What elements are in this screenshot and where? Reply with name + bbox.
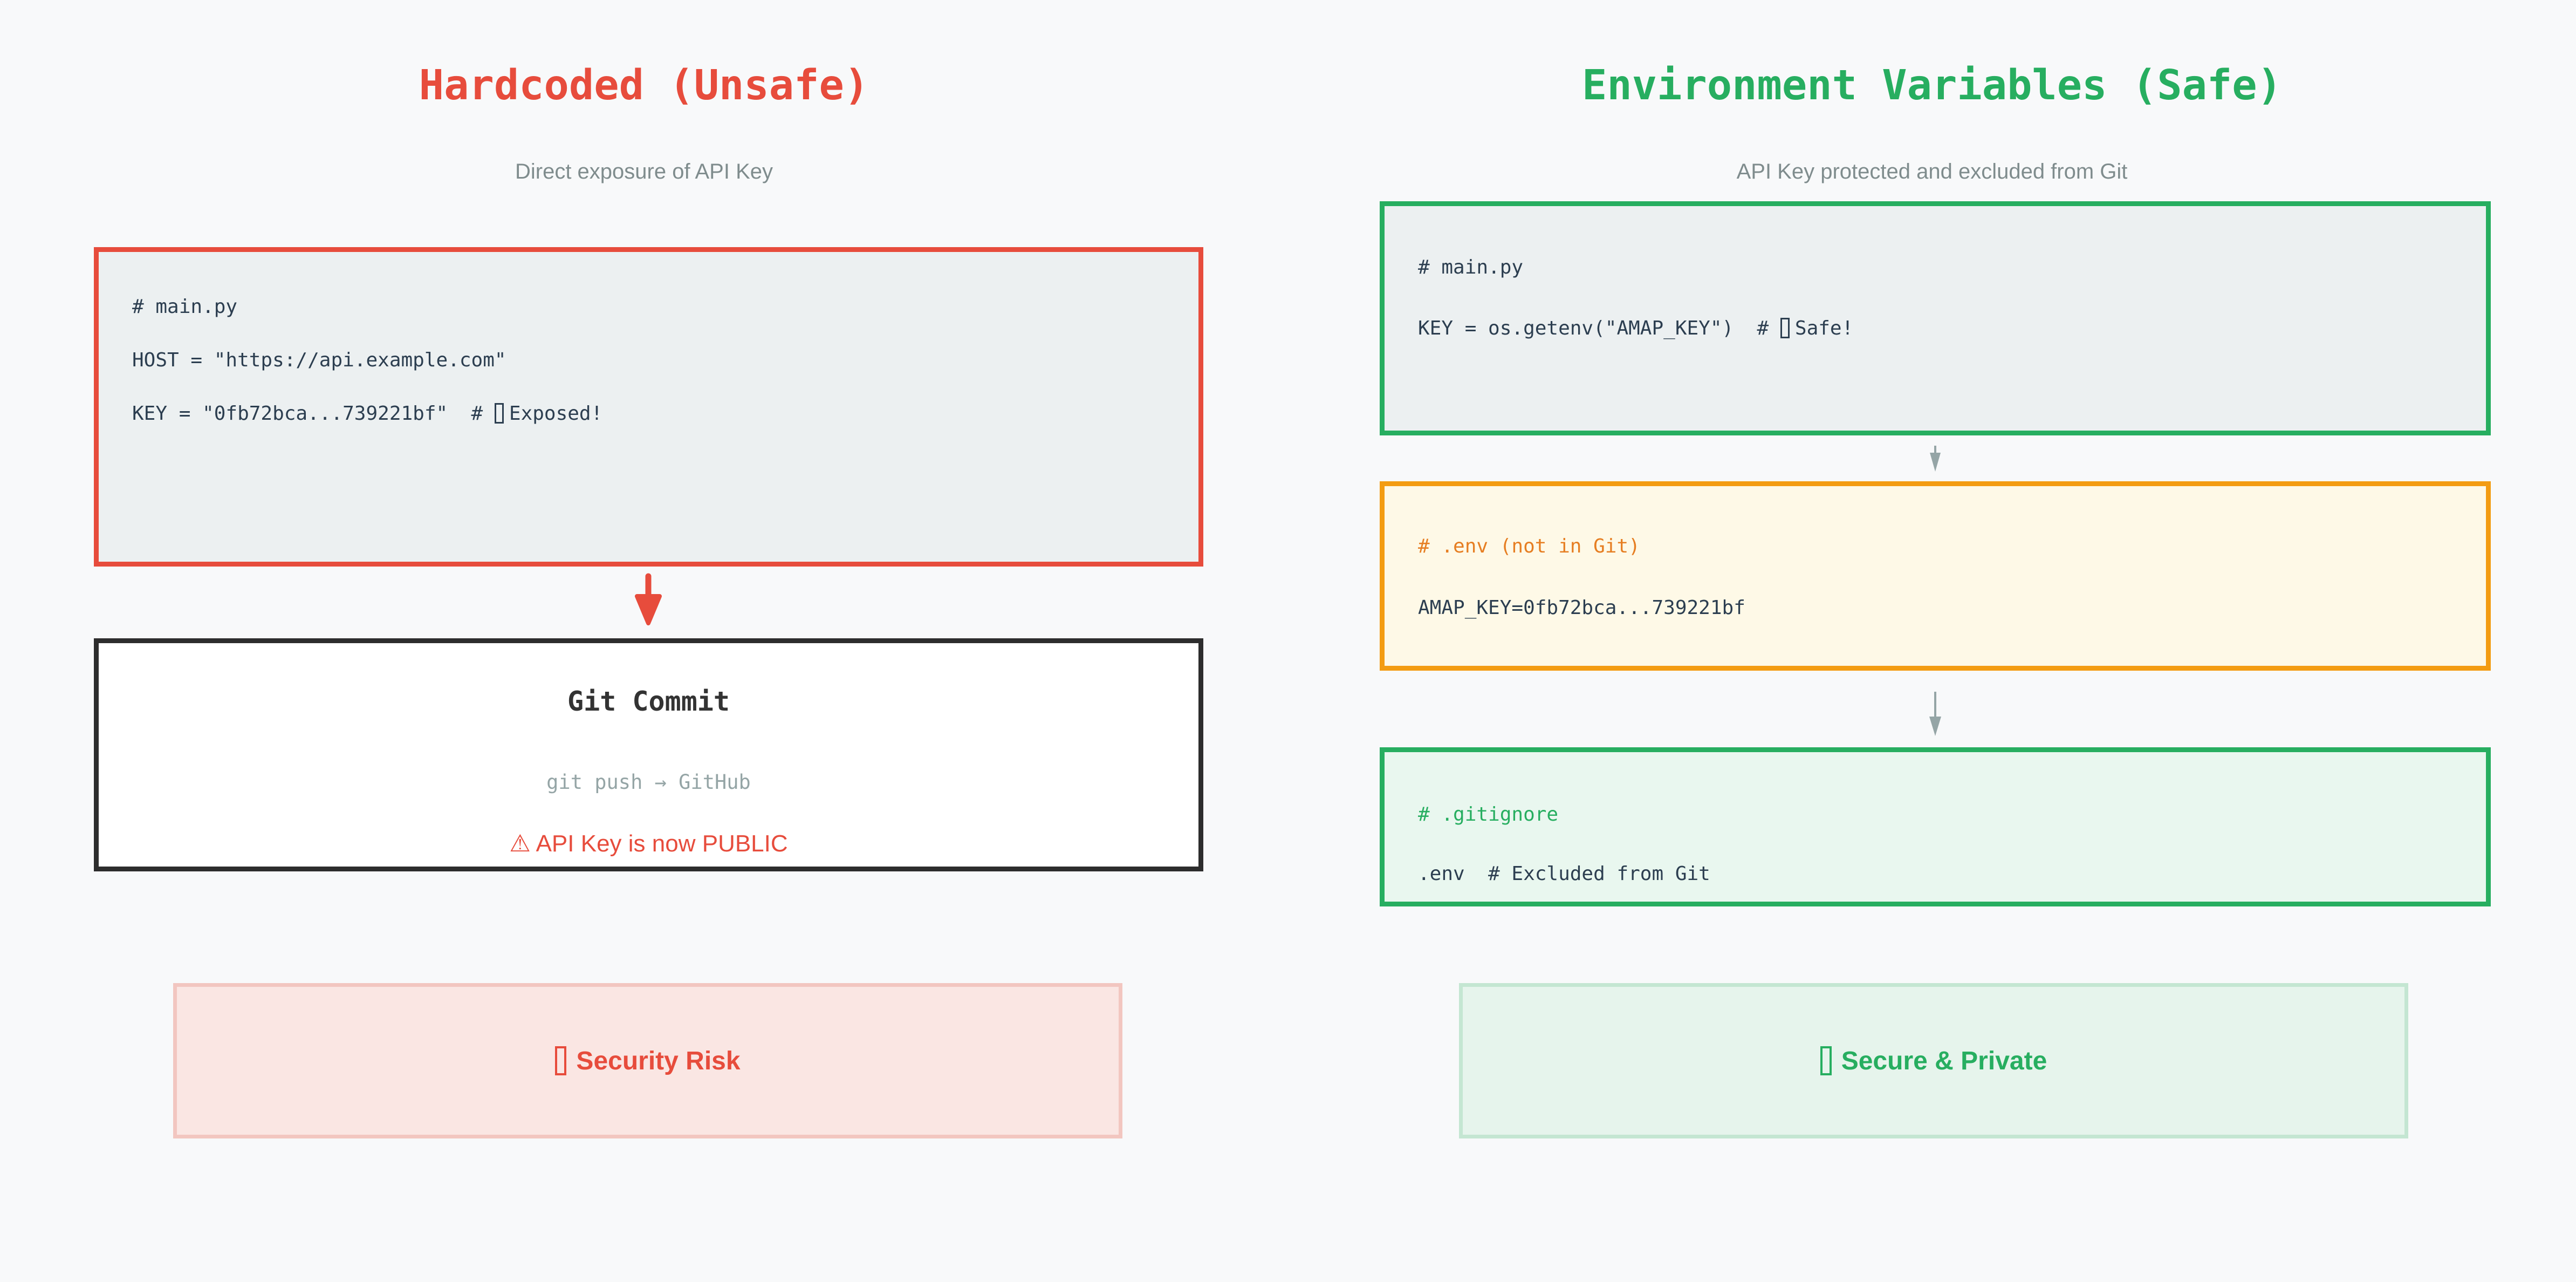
- git-commit-box: Git Commit git push → GitHub ⚠ API Key i…: [94, 638, 1203, 871]
- security-risk-banner: Security Risk: [173, 983, 1122, 1138]
- missing-glyph-icon: [1820, 1046, 1832, 1075]
- missing-glyph-icon: [555, 1046, 567, 1075]
- public-warning-text: ⚠ API Key is now PUBLIC: [509, 830, 788, 857]
- env-comment: # .env (not in Git): [1418, 535, 1640, 557]
- unsafe-column: Hardcoded (Unsafe) Direct exposure of AP…: [94, 62, 1203, 1138]
- git-push-text: git push → GitHub: [546, 770, 751, 794]
- gitignore-comment: # .gitignore: [1418, 803, 1559, 826]
- gitignore-file-box: # .gitignore .env # Excluded from Git: [1380, 747, 2491, 906]
- code-line-key-prefix: KEY = "0fb72bca...739221bf" #: [132, 403, 495, 425]
- unsafe-subtitle: Direct exposure of API Key: [515, 160, 773, 183]
- missing-glyph-icon: [494, 403, 504, 424]
- code-line-key-suffix: Exposed!: [509, 403, 603, 425]
- red-down-arrow-icon: [626, 571, 671, 629]
- security-risk-text: Security Risk: [576, 1046, 741, 1075]
- code-line-key: KEY = "0fb72bca...739221bf" # Exposed!: [132, 403, 1188, 425]
- env-value: AMAP_KEY=0fb72bca...739221bf: [1418, 597, 1745, 619]
- code-line-host: HOST = "https://api.example.com": [132, 349, 506, 371]
- safe-column: Environment Variables (Safe) API Key pro…: [1288, 0, 2576, 1282]
- security-risk-label: Security Risk: [555, 1046, 741, 1076]
- missing-glyph-icon: [1780, 318, 1790, 338]
- env-file-box: # .env (not in Git) AMAP_KEY=0fb72bca...…: [1380, 481, 2491, 671]
- git-commit-title: Git Commit: [567, 686, 730, 717]
- safe-subtitle: API Key protected and excluded from Git: [1736, 160, 2128, 183]
- secure-private-label: Secure & Private: [1820, 1046, 2047, 1076]
- code-line-getenv-prefix: KEY = os.getenv("AMAP_KEY") #: [1418, 317, 1780, 339]
- gray-down-arrow-icon: [1928, 692, 1943, 739]
- gray-down-arrow-icon: [1928, 446, 1943, 475]
- code-line-getenv-suffix: Safe!: [1794, 317, 1854, 339]
- safe-title: Environment Variables (Safe): [1581, 62, 2283, 110]
- hardcoded-code-box: # main.py HOST = "https://api.example.co…: [94, 247, 1203, 567]
- secure-private-text: Secure & Private: [1841, 1046, 2047, 1075]
- code-line-getenv: KEY = os.getenv("AMAP_KEY") # Safe!: [1418, 318, 2475, 339]
- getenv-code-box: # main.py KEY = os.getenv("AMAP_KEY") # …: [1380, 201, 2491, 435]
- secure-private-banner: Secure & Private: [1459, 983, 2408, 1138]
- code-line-filename: # main.py: [1418, 256, 1524, 278]
- unsafe-title: Hardcoded (Unsafe): [419, 62, 869, 110]
- gitignore-value: .env # Excluded from Git: [1418, 863, 1710, 885]
- code-line-filename: # main.py: [132, 296, 238, 318]
